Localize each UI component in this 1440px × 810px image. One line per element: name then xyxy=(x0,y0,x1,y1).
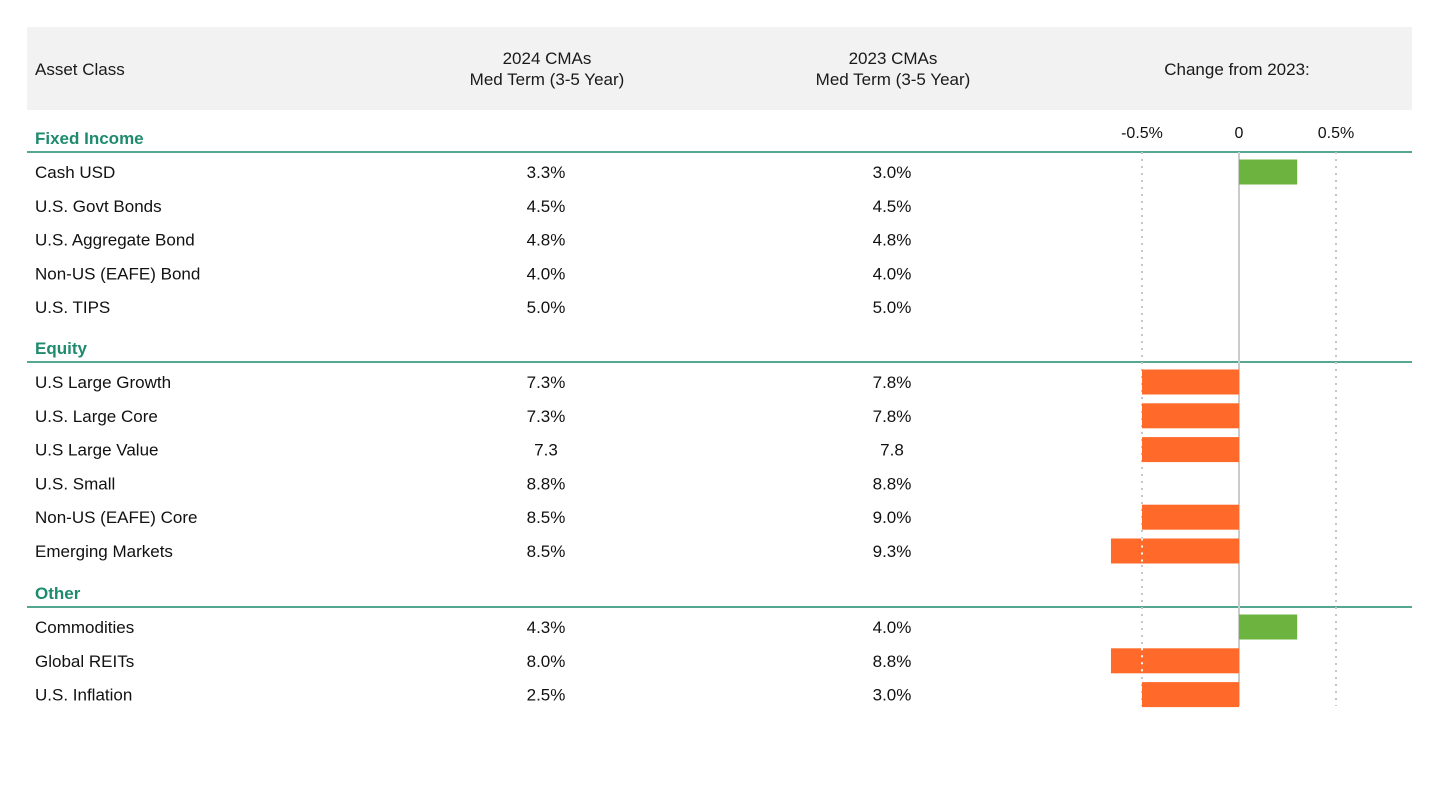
value-2023: 9.3% xyxy=(873,542,912,561)
value-2024: 7.3 xyxy=(534,441,558,460)
table-header: Asset Class 2024 CMAs Med Term (3-5 Year… xyxy=(27,27,1412,110)
row-label: Non-US (EAFE) Bond xyxy=(35,264,200,283)
header-change-from-2023: Change from 2023: xyxy=(1164,60,1310,79)
section-title: Equity xyxy=(35,339,87,358)
row-label: U.S Large Growth xyxy=(35,373,171,392)
negative-change-bar xyxy=(1110,538,1239,564)
value-2023: 7.8% xyxy=(873,407,912,426)
section-title: Other xyxy=(35,584,81,603)
negative-change-bar xyxy=(1142,504,1239,530)
header-asset-class: Asset Class xyxy=(35,60,125,79)
negative-change-bar xyxy=(1142,369,1239,395)
row-label: U.S. Govt Bonds xyxy=(35,197,162,216)
value-2023: 4.5% xyxy=(873,197,912,216)
negative-change-bar xyxy=(1142,437,1239,463)
value-2023: 7.8% xyxy=(873,373,912,392)
bars-layer xyxy=(1110,159,1298,708)
negative-change-bar xyxy=(1142,682,1239,708)
value-2024: 8.0% xyxy=(527,652,566,671)
value-2024: 4.3% xyxy=(527,618,566,637)
value-2023: 4.0% xyxy=(873,618,912,637)
value-2023: 5.0% xyxy=(873,298,912,317)
value-2024: 4.0% xyxy=(527,264,566,283)
header-2023-line2: Med Term (3-5 Year) xyxy=(815,70,971,89)
value-2023: 4.0% xyxy=(873,264,912,283)
positive-change-bar xyxy=(1239,159,1298,185)
value-2024: 8.8% xyxy=(527,474,566,493)
row-label: U.S. Small xyxy=(35,474,115,493)
value-2024: 5.0% xyxy=(527,298,566,317)
axis-tick-label: 0 xyxy=(1235,125,1244,142)
row-label: U.S. Aggregate Bond xyxy=(35,231,195,250)
header-2024-cmas: 2024 CMAs Med Term (3-5 Year) xyxy=(447,48,647,90)
axis-tick-label: -0.5% xyxy=(1121,125,1163,142)
value-2023: 7.8 xyxy=(880,441,904,460)
row-label: U.S. Large Core xyxy=(35,407,158,426)
header-2023-line1: 2023 CMAs xyxy=(848,49,938,68)
negative-change-bar xyxy=(1142,403,1239,429)
value-2023: 3.0% xyxy=(873,686,912,705)
row-label: U.S Large Value xyxy=(35,441,158,460)
value-2024: 8.5% xyxy=(527,542,566,561)
value-2023: 3.0% xyxy=(873,163,912,182)
section-title: Fixed Income xyxy=(35,129,144,148)
row-label: U.S. Inflation xyxy=(35,686,132,705)
header-2023-cmas: 2023 CMAs Med Term (3-5 Year) xyxy=(793,48,993,90)
value-2024: 7.3% xyxy=(527,407,566,426)
value-2023: 9.0% xyxy=(873,508,912,527)
row-label: Emerging Markets xyxy=(35,542,173,561)
value-2024: 4.8% xyxy=(527,231,566,250)
header-2024-line1: 2024 CMAs xyxy=(502,49,592,68)
value-2023: 4.8% xyxy=(873,231,912,250)
value-2024: 4.5% xyxy=(527,197,566,216)
value-2023: 8.8% xyxy=(873,474,912,493)
gridlines xyxy=(1141,152,1337,706)
row-label: Global REITs xyxy=(35,652,134,671)
value-2023: 8.8% xyxy=(873,652,912,671)
value-2024: 3.3% xyxy=(527,163,566,182)
value-2024: 2.5% xyxy=(527,686,566,705)
row-label: Commodities xyxy=(35,618,134,637)
value-2024: 7.3% xyxy=(527,373,566,392)
positive-change-bar xyxy=(1239,614,1298,640)
row-label: U.S. TIPS xyxy=(35,298,110,317)
header-2024-line2: Med Term (3-5 Year) xyxy=(469,70,625,89)
row-label: Cash USD xyxy=(35,163,115,182)
negative-change-bar xyxy=(1110,648,1239,674)
axis-tick-label: 0.5% xyxy=(1318,125,1354,142)
value-2024: 8.5% xyxy=(527,508,566,527)
row-label: Non-US (EAFE) Core xyxy=(35,508,197,527)
